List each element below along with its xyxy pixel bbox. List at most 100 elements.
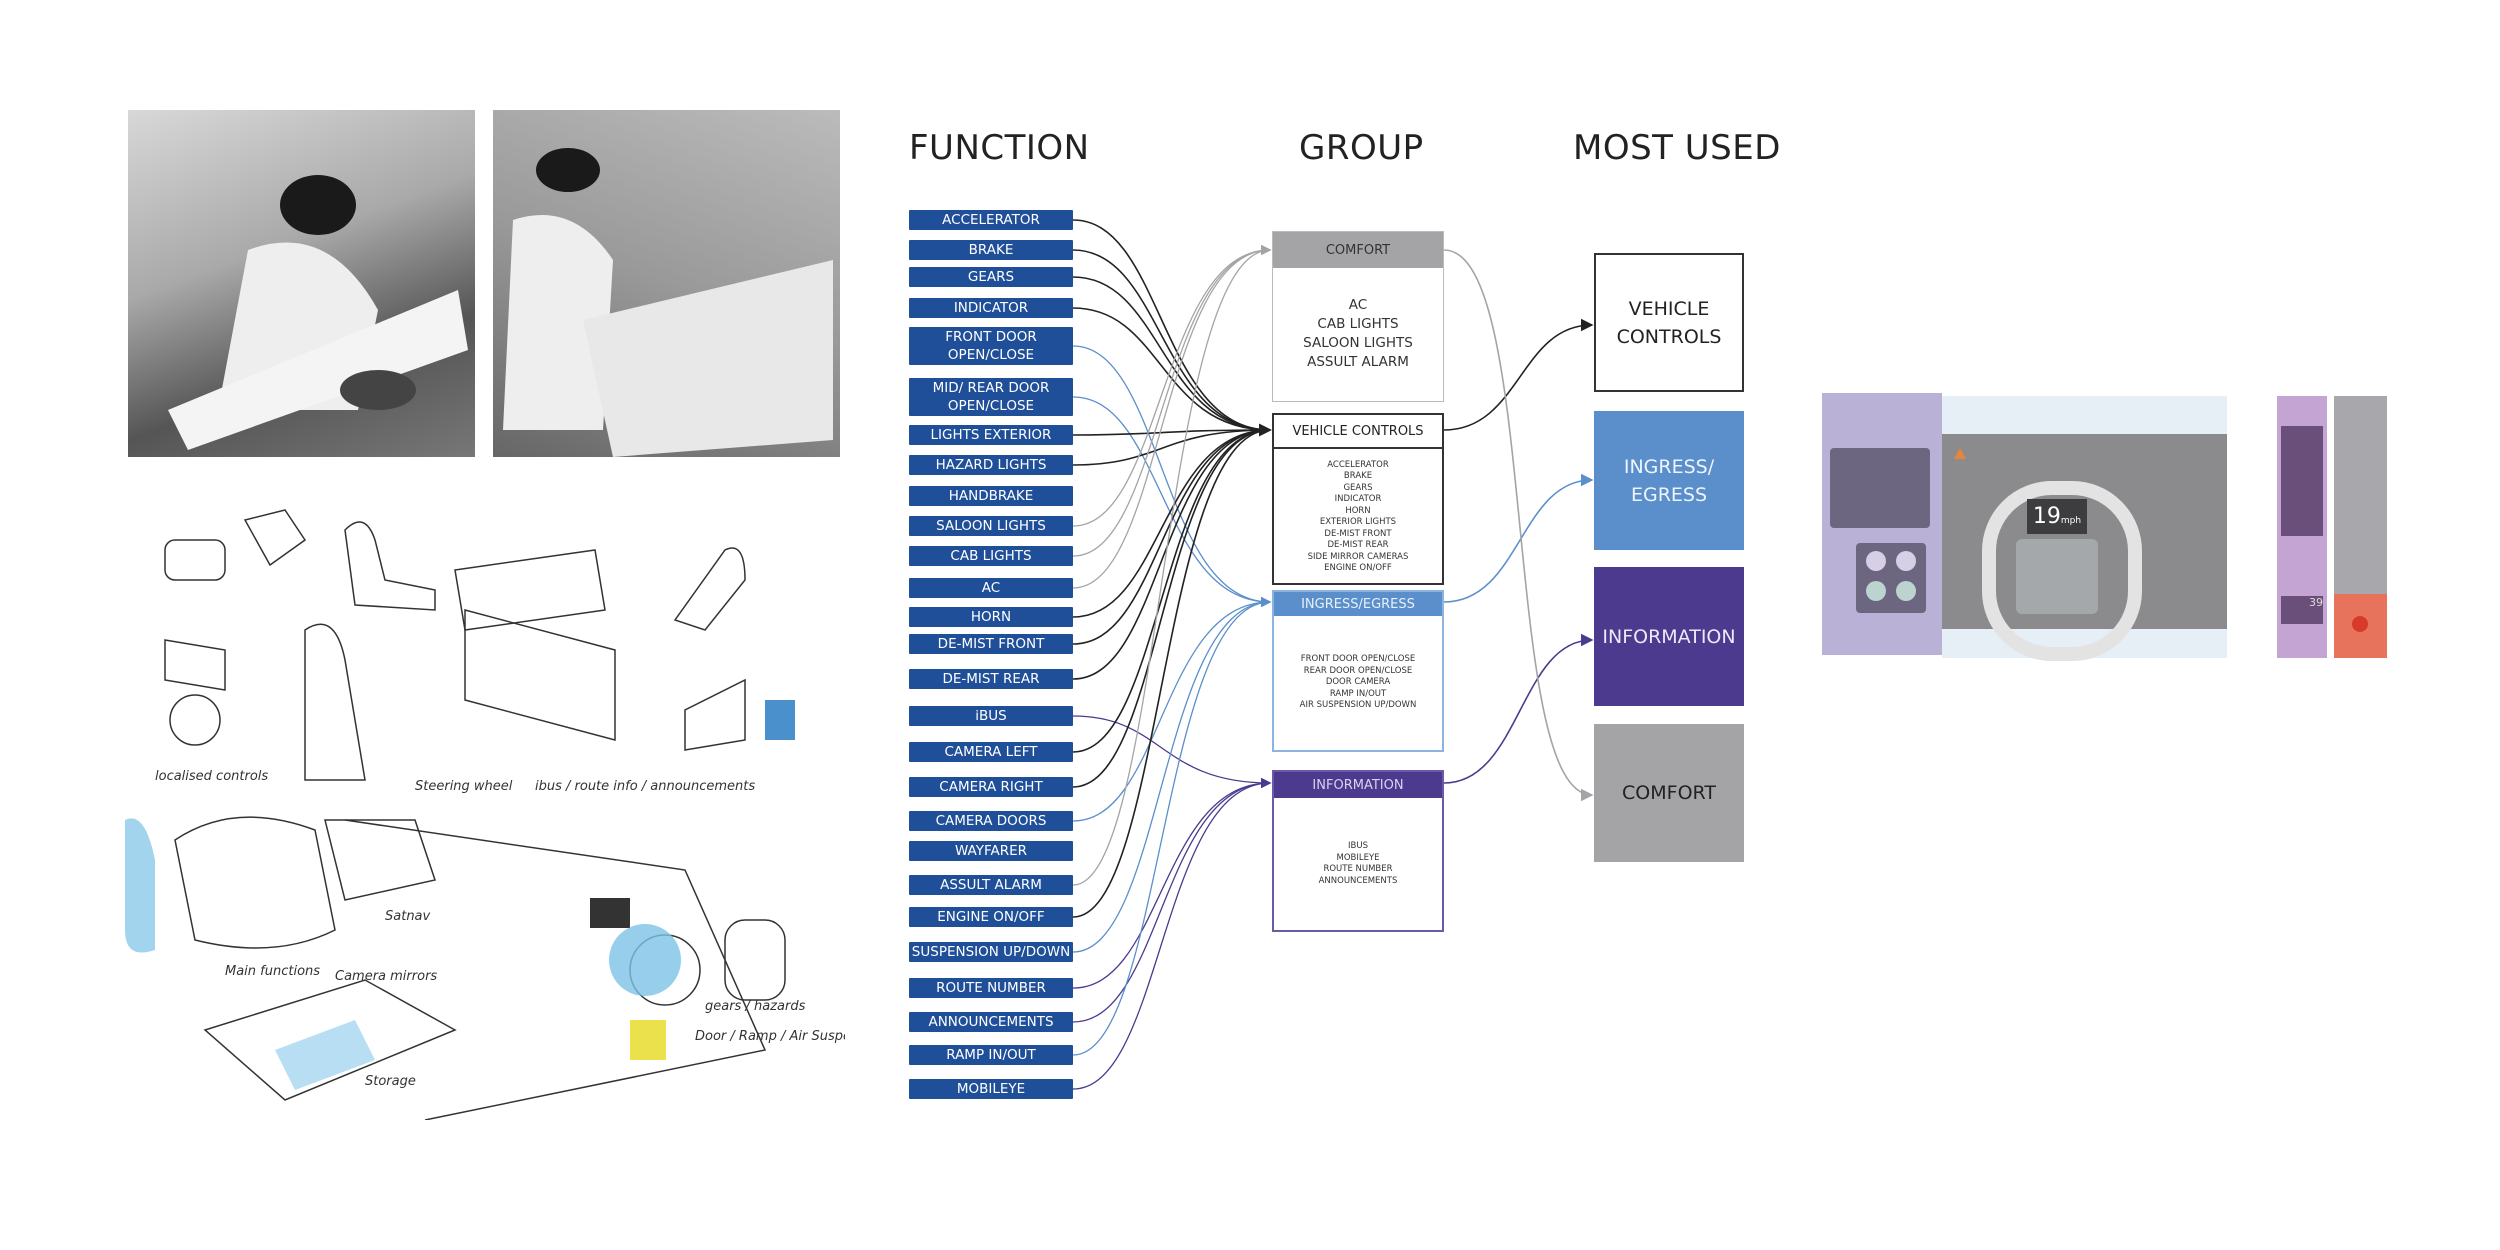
sketch-note: Steering wheel <box>415 779 513 794</box>
function-item: INDICATOR <box>909 298 1073 318</box>
connector-information <box>1072 777 1272 1090</box>
function-item: HANDBRAKE <box>909 486 1073 506</box>
connector-vehicle <box>1072 423 1272 788</box>
function-item: RAMP IN/OUT <box>909 1045 1073 1065</box>
function-item: DE-MIST REAR <box>909 669 1073 689</box>
dashboard-mockup: 19mph 39 <box>1822 390 2388 662</box>
function-item: CAB LIGHTS <box>909 546 1073 566</box>
zone-vehicle-controls: 19mph <box>1942 396 2227 661</box>
sketch-note: Storage <box>365 1074 416 1089</box>
most-used-label: INFORMATION <box>1602 625 1736 648</box>
most-used-label: INGRESS/ EGRESS <box>1623 455 1715 506</box>
most-used-information: INFORMATION <box>1594 567 1744 706</box>
speed-display: 19mph <box>2027 499 2087 534</box>
sketch-screen <box>590 898 630 928</box>
connector-information <box>1072 777 1272 989</box>
function-item: CAMERA DOORS <box>909 811 1073 831</box>
function-item: ASSULT ALARM <box>909 875 1073 895</box>
group-item: ANNOUNCEMENTS <box>1318 875 1398 886</box>
function-item: CAMERA LEFT <box>909 742 1073 762</box>
connector-most-used-ingress <box>1443 473 1594 603</box>
heading-group: GROUP <box>1299 128 1424 168</box>
connector-comfort <box>1072 244 1272 527</box>
function-item: ANNOUNCEMENTS <box>909 1012 1073 1032</box>
connector-comfort <box>1072 244 1272 589</box>
sketch-note: Satnav <box>385 909 431 924</box>
connector-most-used-comfort <box>1443 249 1594 802</box>
photo-prototyping-2 <box>493 110 840 457</box>
route-number: 39 <box>2281 596 2323 624</box>
group-item: FRONT DOOR OPEN/CLOSE <box>1300 654 1416 665</box>
function-item: ACCELERATOR <box>909 210 1073 230</box>
connector-vehicle <box>1072 307 1272 437</box>
group-item: AIR SUSPENSION UP/DOWN <box>1299 700 1417 711</box>
connector-ingress <box>1072 396 1272 608</box>
function-item: iBUS <box>909 706 1073 726</box>
function-item: WAYFARER <box>909 841 1073 861</box>
group-item: CAB LIGHTS <box>1317 316 1399 332</box>
group-item: IBUS <box>1348 841 1368 851</box>
most-used-ingress-egress: INGRESS/ EGRESS <box>1594 411 1744 550</box>
sketch-note: Main functions <box>225 964 320 979</box>
connector-vehicle <box>1072 423 1272 918</box>
concept-sketches: localised controls Steering wheel ibus /… <box>125 509 845 1120</box>
group-item: RAMP IN/OUT <box>1329 688 1387 699</box>
group-item: REAR DOOR OPEN/CLOSE <box>1303 665 1413 676</box>
group-item: INDICATOR <box>1334 494 1382 504</box>
heading-function: FUNCTION <box>909 128 1090 168</box>
connector-ingress <box>1072 596 1272 953</box>
sketch-note: Camera mirrors <box>335 969 437 984</box>
group-item: MOBILEYE <box>1336 852 1380 863</box>
photo-prototyping-1 <box>128 110 475 457</box>
group-item: GEARS <box>1343 482 1373 493</box>
connector-vehicle <box>1072 249 1272 437</box>
function-item: DE-MIST FRONT <box>909 634 1073 654</box>
function-item: BRAKE <box>909 240 1073 260</box>
function-item: HORN <box>909 607 1073 627</box>
group-title: INGRESS/EGRESS <box>1274 592 1442 616</box>
function-item: FRONT DOOR OPEN/CLOSE <box>909 327 1073 365</box>
zone-comfort <box>1822 393 1942 655</box>
function-item: AC <box>909 578 1073 598</box>
connector-most-used-vehicle <box>1443 318 1594 431</box>
connector-vehicle <box>1072 423 1272 466</box>
group-title: INFORMATION <box>1274 772 1442 798</box>
connector-vehicle <box>1072 423 1272 645</box>
speed-unit: mph <box>2060 516 2082 526</box>
connector-vehicle <box>1072 423 1272 680</box>
person-figure-icon <box>168 175 468 450</box>
connector-information <box>1072 777 1272 1023</box>
group-item: SALOON LIGHTS <box>1303 335 1413 351</box>
sketch-note: ibus / route info / announcements <box>535 779 755 794</box>
sketch-seat-icon <box>164 539 226 581</box>
most-used-label: VEHICLE CONTROLS <box>1616 297 1722 348</box>
zone-information: 39 <box>2277 396 2327 658</box>
connector-vehicle <box>1072 423 1272 618</box>
group-title: VEHICLE CONTROLS <box>1274 415 1442 449</box>
connector-ingress <box>1072 345 1272 608</box>
group-item: ENGINE ON/OFF <box>1324 563 1392 573</box>
group-item: ASSULT ALARM <box>1307 354 1409 370</box>
connector-most-used-information <box>1443 633 1594 784</box>
group-item: BRAKE <box>1343 471 1373 481</box>
function-item: SUSPENSION UP/DOWN <box>909 942 1073 962</box>
function-item: MOBILEYE <box>909 1079 1073 1099</box>
most-used-label: COMFORT <box>1622 782 1716 804</box>
function-item: CAMERA RIGHT <box>909 777 1073 797</box>
group-items: AC CAB LIGHTS SALOON LIGHTS ASSULT ALARM <box>1273 268 1443 400</box>
function-item: ROUTE NUMBER <box>909 978 1073 998</box>
connector-comfort <box>1072 244 1272 886</box>
most-used-vehicle-controls: VEHICLE CONTROLS <box>1594 253 1744 392</box>
group-item: AC <box>1348 297 1368 313</box>
connector-vehicle <box>1072 276 1272 437</box>
heading-most-used: MOST USED <box>1573 128 1781 168</box>
group-title: COMFORT <box>1273 232 1443 268</box>
connector-comfort <box>1072 244 1272 557</box>
function-item: ENGINE ON/OFF <box>909 907 1073 927</box>
connector-vehicle <box>1072 219 1272 437</box>
